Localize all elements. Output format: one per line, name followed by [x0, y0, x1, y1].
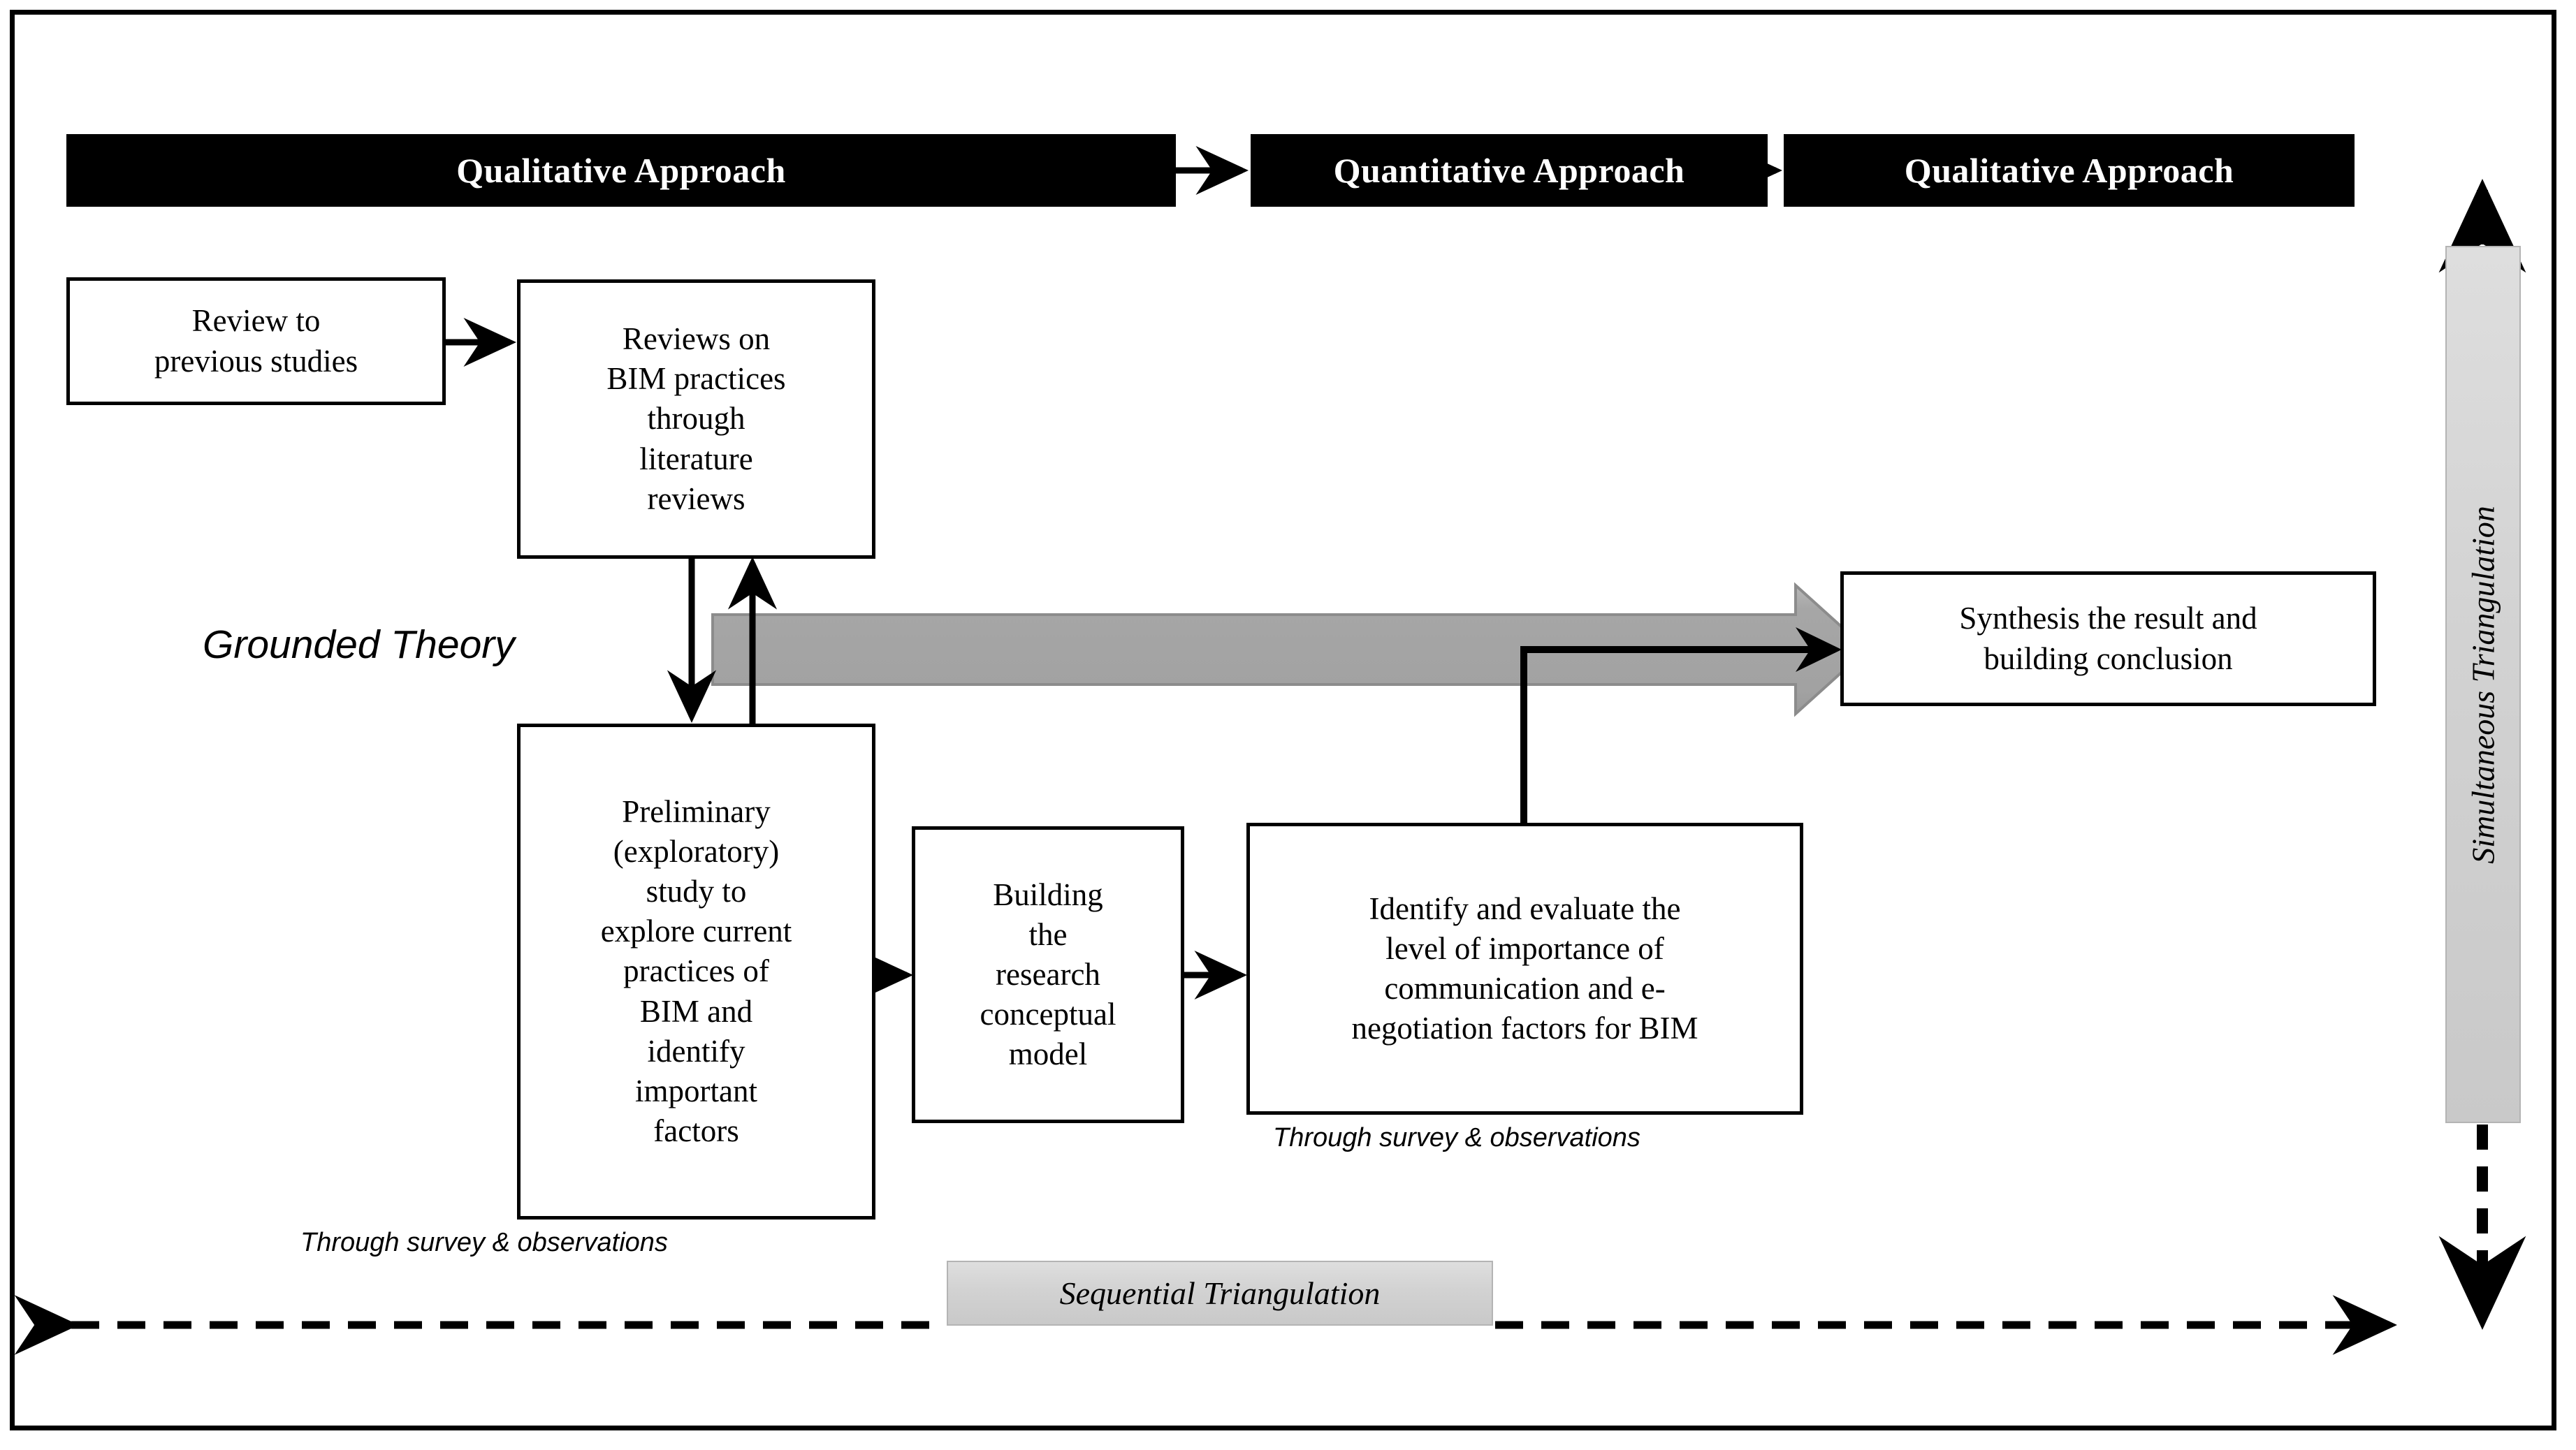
box-preliminary-study: Preliminary (exploratory) study to explo…	[517, 724, 875, 1220]
box-line: important	[635, 1073, 757, 1108]
phase-banner-quantitative: Quantitative Approach	[1251, 134, 1768, 207]
chip-simultaneous-triangulation: Simultaneous Triangulation	[2445, 246, 2521, 1123]
caption-preliminary-study: Through survey & observations	[300, 1228, 668, 1257]
box-line: explore current	[600, 914, 792, 949]
box-line: literature	[639, 441, 753, 476]
box-line: through	[647, 401, 745, 437]
chip-label: Sequential Triangulation	[1059, 1275, 1381, 1311]
chip-sequential-triangulation: Sequential Triangulation	[947, 1261, 1493, 1326]
box-line: BIM practices	[606, 361, 786, 397]
box-line: Review to	[191, 303, 321, 339]
box-line: study to	[646, 874, 747, 909]
box-line: identify	[647, 1033, 745, 1069]
box-line: research	[996, 956, 1100, 992]
phase-banner-qualitative-2: Qualitative Approach	[1784, 134, 2355, 207]
phase-banner-label: Qualitative Approach	[456, 151, 786, 190]
box-line: Preliminary	[622, 793, 771, 829]
caption-identify-evaluate: Through survey & observations	[1273, 1123, 1640, 1152]
label-grounded-theory: Grounded Theory	[203, 622, 515, 667]
box-line: reviews	[647, 481, 745, 516]
phase-banner-label: Quantitative Approach	[1333, 151, 1685, 190]
box-line: building conclusion	[1984, 640, 2233, 676]
box-line: conceptual	[980, 997, 1116, 1032]
box-line: Synthesis the result and	[1959, 601, 2257, 636]
box-line: negotiation factors for BIM	[1351, 1011, 1698, 1046]
box-line: the	[1028, 916, 1068, 952]
box-line: practices of	[623, 953, 769, 989]
box-synthesis-conclusion: Synthesis the result and building conclu…	[1840, 571, 2376, 706]
box-line: Reviews on	[622, 321, 771, 357]
diagram-outer-frame	[10, 10, 2556, 1430]
phase-banner-label: Qualitative Approach	[1904, 151, 2234, 190]
box-reviews-bim-practices: Reviews on BIM practices through literat…	[517, 279, 875, 559]
chip-label: Simultaneous Triangulation	[2465, 505, 2501, 864]
box-line: BIM and	[639, 993, 753, 1029]
box-line: communication and e-	[1384, 971, 1666, 1006]
box-line: factors	[653, 1113, 739, 1148]
box-line: model	[1008, 1037, 1088, 1072]
box-line: level of importance of	[1385, 930, 1664, 966]
box-line: previous studies	[154, 343, 358, 379]
box-line: Building	[993, 877, 1103, 912]
box-identify-evaluate: Identify and evaluate the level of impor…	[1246, 823, 1803, 1115]
box-review-previous-studies: Review to previous studies	[66, 277, 446, 405]
box-conceptual-model: Building the research conceptual model	[912, 826, 1184, 1123]
box-line: Identify and evaluate the	[1369, 891, 1681, 926]
phase-banner-qualitative-1: Qualitative Approach	[66, 134, 1176, 207]
box-line: (exploratory)	[613, 834, 780, 869]
